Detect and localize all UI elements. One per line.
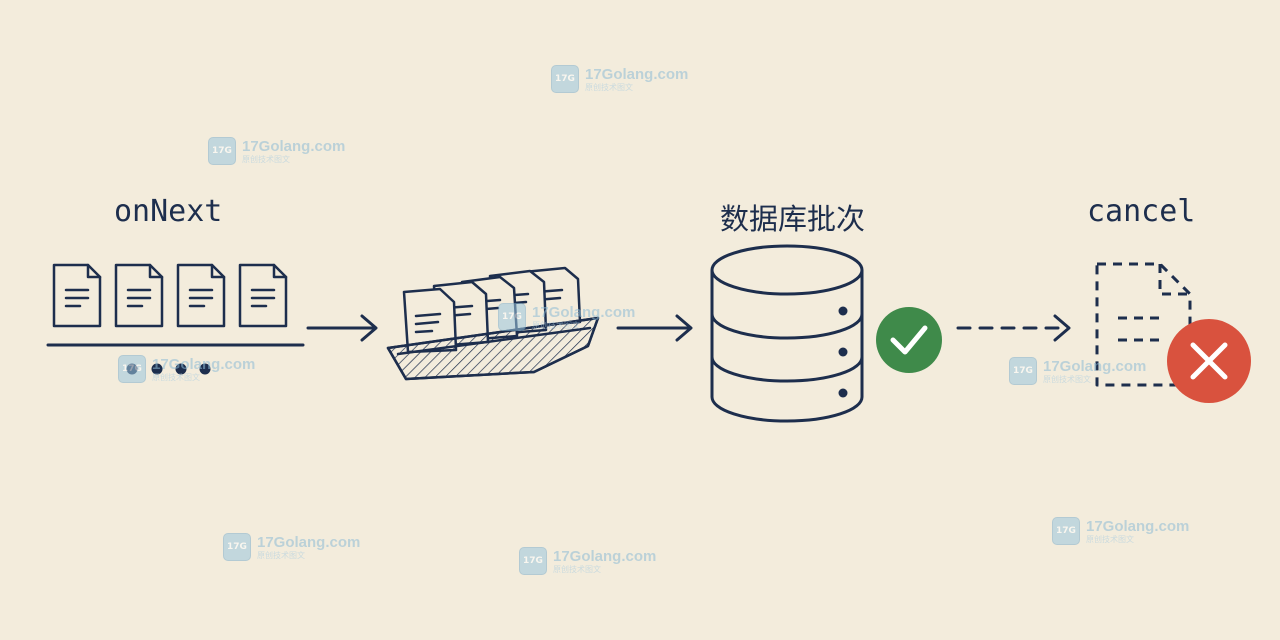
watermark-logo-icon: 17G: [208, 137, 236, 165]
document-icon: [238, 263, 288, 328]
on-next-label: onNext: [114, 194, 223, 229]
watermark-logo-icon: 17G: [118, 355, 146, 383]
x-circle-icon: [1167, 319, 1251, 403]
dashed-arrow-to-cancel: [956, 314, 1071, 342]
batch-tray: [386, 266, 600, 381]
check-circle-icon: [876, 307, 942, 373]
arrow-to-database: [616, 314, 693, 342]
document-icon: [52, 263, 102, 328]
watermark-logo-icon: 17G: [551, 65, 579, 93]
db-batch-label: 数据库批次: [720, 202, 866, 236]
database-icon: [710, 244, 864, 423]
watermark-logo-icon: 17G: [1052, 517, 1080, 545]
document-icon: [402, 287, 458, 354]
cancel-label: cancel: [1087, 194, 1196, 229]
watermark-logo-icon: 17G: [498, 303, 526, 331]
watermark-logo-icon: 17G: [519, 547, 547, 575]
watermark-logo-icon: 17G: [1009, 357, 1037, 385]
document-stream: [52, 263, 288, 328]
document-icon: [176, 263, 226, 328]
arrow-to-tray: [306, 314, 378, 342]
watermark-logo-icon: 17G: [223, 533, 251, 561]
document-icon: [114, 263, 164, 328]
tray-icon: [386, 316, 600, 381]
